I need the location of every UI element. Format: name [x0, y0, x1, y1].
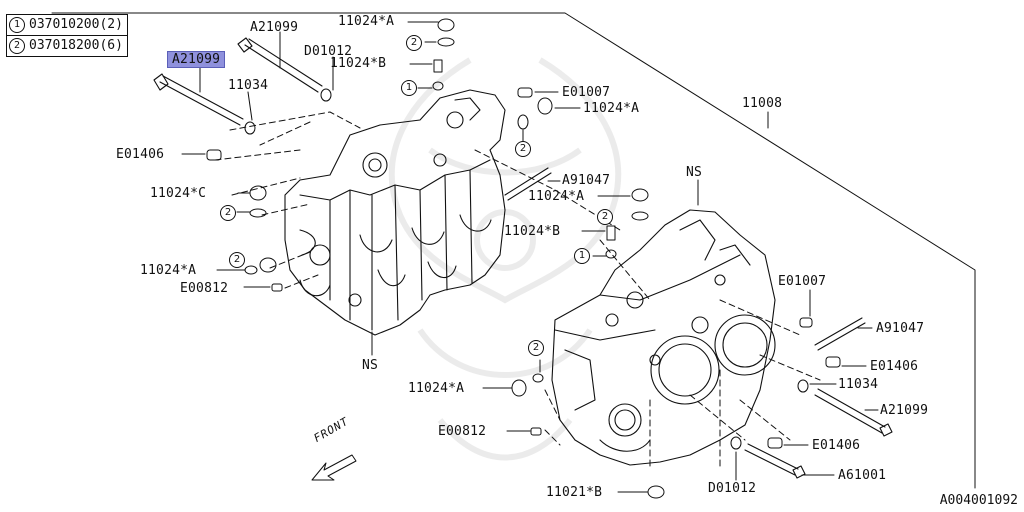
callout-badge-1: 1	[574, 248, 590, 264]
part-label-a21099-selected[interactable]: A21099	[166, 51, 226, 68]
callout-badge-2: 2	[597, 209, 613, 225]
part-label-e01406-right[interactable]: E01406	[870, 359, 919, 374]
part-label-d01012-top[interactable]: D01012	[304, 44, 353, 59]
part-label-11024a-top[interactable]: 11024*A	[338, 14, 395, 29]
legend-mark-2: 2	[9, 38, 25, 54]
part-label-11024b-top[interactable]: 11024*B	[330, 56, 387, 71]
small-parts	[206, 18, 841, 499]
part-label-d01012-bottom[interactable]: D01012	[708, 481, 757, 496]
callout-badge-2: 2	[406, 35, 422, 51]
right-cylinder-block	[551, 209, 776, 466]
ref-bracket-11008	[51, 12, 976, 489]
legend-part-number-1: 037010200(2)	[29, 17, 123, 32]
part-label-e01406-bottom[interactable]: E01406	[812, 438, 861, 453]
part-label-a21099-right[interactable]: A21099	[880, 403, 929, 418]
front-arrow-icon	[311, 454, 357, 481]
callout-badge-2: 2	[220, 205, 236, 221]
leader-lines	[181, 21, 879, 493]
legend-row-1: 1 037010200(2)	[7, 15, 127, 35]
left-cylinder-block	[284, 89, 506, 336]
part-label-e01406-left[interactable]: E01406	[116, 147, 165, 162]
part-label-11024a-lower[interactable]: 11024*A	[408, 381, 465, 396]
part-label-11034-top[interactable]: 11034	[228, 78, 269, 93]
part-label-11024a-center[interactable]: 11024*A	[528, 189, 585, 204]
legend-part-number-2: 037018200(6)	[29, 38, 123, 53]
callout-badge-1: 1	[401, 80, 417, 96]
callout-badge-2: 2	[528, 340, 544, 356]
ns-label-right-block: NS	[686, 165, 703, 180]
part-label-e00812-left[interactable]: E00812	[180, 281, 229, 296]
part-label-a21099-top[interactable]: A21099	[250, 20, 299, 35]
part-label-e01007-top[interactable]: E01007	[562, 85, 611, 100]
part-label-11024a-mid-right[interactable]: 11024*A	[583, 101, 640, 116]
part-label-a91047-center[interactable]: A91047	[562, 173, 611, 188]
part-label-a61001[interactable]: A61001	[838, 468, 887, 483]
callout-badge-2: 2	[229, 252, 245, 268]
part-label-11008[interactable]: 11008	[742, 96, 783, 111]
part-label-11024c[interactable]: 11024*C	[150, 186, 207, 201]
part-label-11021b[interactable]: 11021*B	[546, 485, 603, 500]
part-number-legend: 1 037010200(2) 2 037018200(6)	[6, 14, 128, 57]
part-label-11024b-center[interactable]: 11024*B	[504, 224, 561, 239]
part-label-e00812-bottom[interactable]: E00812	[438, 424, 487, 439]
legend-row-2: 2 037018200(6)	[7, 35, 127, 56]
part-label-a91047-right[interactable]: A91047	[876, 321, 925, 336]
part-label-11034-right[interactable]: 11034	[838, 377, 879, 392]
ns-label-left-block: NS	[362, 358, 379, 373]
legend-mark-1: 1	[9, 17, 25, 33]
part-label-e01007-right[interactable]: E01007	[778, 274, 827, 289]
illustration-id: A004001092	[939, 493, 1018, 508]
bolts	[153, 37, 893, 479]
part-label-11024a-left[interactable]: 11024*A	[140, 263, 197, 278]
callout-badge-2: 2	[515, 141, 531, 157]
